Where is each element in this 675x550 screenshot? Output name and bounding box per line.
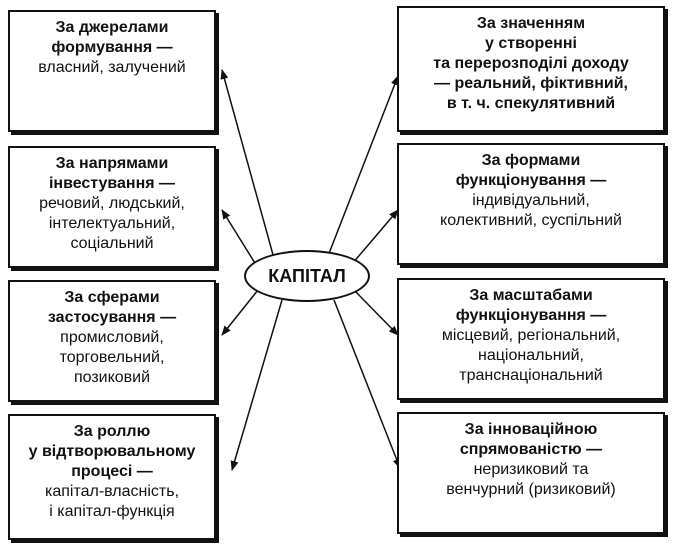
- box-by-scale: За масштабами функціонування — місцевий,…: [397, 278, 665, 400]
- box-by-role: За роллю у відтворювальному процесі — ка…: [8, 414, 216, 540]
- box-by-income-role-heading: За значенням у створенні та перерозподіл…: [433, 15, 629, 112]
- box-by-spheres: За сферами застосування — промисловий, т…: [8, 280, 216, 402]
- box-by-scale-heading: За масштабами функціонування —: [455, 287, 607, 324]
- arrow-to-sources: [220, 69, 276, 263]
- arrow-to-role: [230, 299, 283, 471]
- arrow-to-innovation: [333, 299, 401, 469]
- arrow-to-scale: [353, 289, 399, 336]
- box-by-sources-text: власний, залучений: [38, 59, 186, 76]
- box-by-scale-text: місцевий, регіональний, національний, тр…: [441, 327, 621, 384]
- box-by-role-text: капітал-власність, і капітал-функція: [44, 483, 180, 520]
- box-by-sources: За джерелами формування — власний, залуч…: [8, 10, 216, 132]
- box-by-income-role: За значенням у створенні та перерозподіл…: [397, 6, 665, 132]
- box-by-innovation-heading: За інноваційною спрямованістю —: [459, 421, 603, 458]
- arrow-to-investment: [221, 209, 259, 269]
- box-by-forms-text: індивідуальний, колективний, суспільний: [440, 192, 622, 229]
- box-by-innovation-text: неризиковий та венчурний (ризиковий): [446, 461, 616, 498]
- arrow-to-income: [327, 75, 399, 257]
- arrow-to-forms: [351, 209, 399, 265]
- box-by-sources-heading: За джерелами формування —: [51, 19, 173, 56]
- capital-center-node: КАПІТАЛ: [244, 250, 370, 302]
- box-by-investment-text: речовий, людський, інтелектуальний, соці…: [39, 195, 185, 252]
- box-by-innovation: За інноваційною спрямованістю — неризико…: [397, 412, 665, 534]
- box-by-forms: За формами функціонування — індивідуальн…: [397, 143, 665, 265]
- capital-center-label: КАПІТАЛ: [268, 265, 346, 286]
- box-by-forms-heading: За формами функціонування —: [455, 152, 607, 189]
- box-by-spheres-heading: За сферами застосування —: [47, 289, 177, 326]
- arrow-to-spheres: [221, 289, 259, 336]
- box-by-spheres-text: промисловий, торговельний, позиковий: [59, 329, 165, 386]
- box-by-role-heading: За роллю у відтворювальному процесі —: [28, 423, 196, 480]
- box-by-investment-heading: За напрямами інвестування —: [48, 155, 176, 192]
- box-by-investment: За напрямами інвестування — речовий, люд…: [8, 146, 216, 268]
